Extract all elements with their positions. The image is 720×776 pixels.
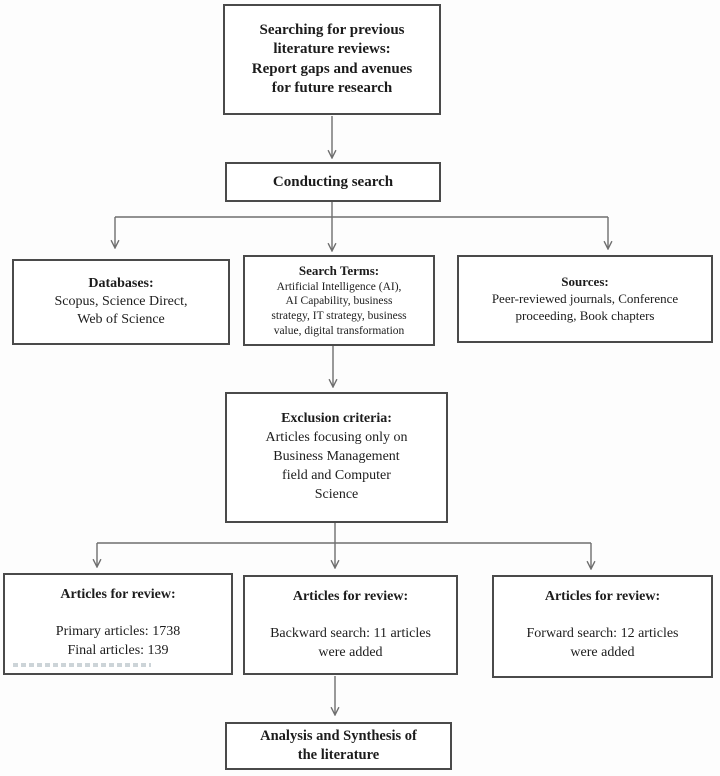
box-body: Forward search: 12 articles were added [526, 626, 679, 660]
box-search-terms: Search Terms: Artificial Intelligence (A… [243, 255, 435, 346]
box-body: Articles focusing only on Business Manag… [265, 430, 408, 502]
box-title: Sources: [561, 274, 609, 290]
box-title: Search Terms: [298, 262, 380, 278]
box-databases: Databases: Scopus, Science Direct, Web o… [12, 259, 230, 345]
box-body: Artificial Intelligence (AI), AI Capabil… [271, 280, 407, 337]
box-title: Articles for review: [292, 589, 409, 604]
box-articles-for-review-backward: Articles for review: Backward search: 11… [243, 575, 458, 675]
box-analysis-synthesis: Analysis and Synthesis of the literature [225, 722, 452, 770]
box-title: Articles for review: [544, 589, 661, 604]
illegible-fine-print-artifact [13, 663, 151, 667]
box-conducting-search: Conducting search [225, 162, 441, 202]
box-articles-for-review-primary: Articles for review: Primary articles: 1… [3, 573, 233, 675]
box-body: Backward search: 11 articles were added [270, 626, 431, 660]
box-body: Peer-reviewed journals, Conference proce… [491, 290, 679, 323]
box-body: Scopus, Science Direct, Web of Science [54, 293, 188, 328]
box-articles-for-review-forward: Articles for review: Forward search: 12 … [492, 575, 713, 678]
box-searching-previous-reviews: Searching for previous literature review… [223, 4, 441, 115]
box-title: Analysis and Synthesis of the literature [260, 728, 417, 763]
box-title: Exclusion criteria: [281, 411, 392, 427]
box-body: Primary articles: 1738 Final articles: 1… [55, 624, 181, 658]
box-sources: Sources: Peer-reviewed journals, Confere… [457, 255, 713, 343]
box-title: Articles for review: [60, 587, 176, 602]
box-title: Databases: [88, 275, 154, 291]
box-title: Conducting search [272, 173, 394, 190]
box-exclusion-criteria: Exclusion criteria: Articles focusing on… [225, 392, 448, 523]
box-title: Searching for previous literature review… [251, 21, 413, 97]
